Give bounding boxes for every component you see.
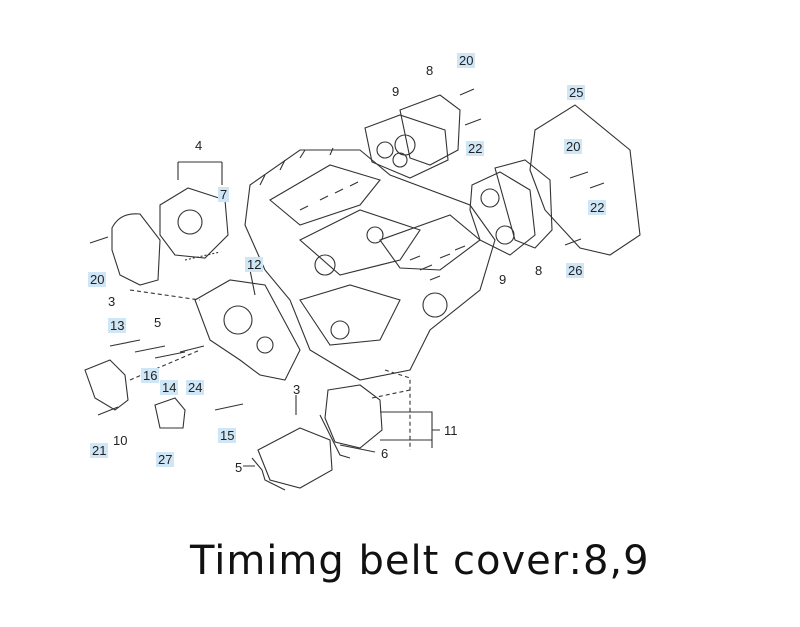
callout-10: 10 bbox=[113, 433, 128, 448]
upper-cover-left bbox=[111, 213, 161, 286]
cover-11 bbox=[324, 384, 383, 449]
timing-cover-8-lower bbox=[494, 159, 553, 249]
callout-9-upper: 9 bbox=[392, 84, 400, 99]
callout-8-upper: 8 bbox=[426, 63, 434, 78]
mount-27 bbox=[154, 397, 186, 429]
gasket-25 bbox=[529, 104, 641, 256]
callout-22-upper: 22 bbox=[466, 141, 485, 156]
leader-4 bbox=[177, 161, 223, 185]
lower-cover-10 bbox=[84, 359, 129, 411]
callout-3-lower: 3 bbox=[293, 382, 301, 397]
timing-cover-8-upper bbox=[399, 94, 461, 166]
cover-4 bbox=[159, 187, 229, 259]
engine-block bbox=[244, 147, 496, 381]
callout-20: 20 bbox=[88, 272, 107, 287]
callout-5-lower: 5 bbox=[235, 460, 243, 475]
callout-13: 13 bbox=[108, 318, 127, 333]
timing-cover-9-upper bbox=[364, 114, 449, 179]
callout-21: 21 bbox=[90, 443, 109, 458]
callout-20-right: 20 bbox=[564, 139, 583, 154]
timing-cover-9-lower bbox=[469, 171, 536, 256]
callout-26: 26 bbox=[566, 263, 585, 278]
callout-12: 12 bbox=[245, 257, 264, 272]
callout-6: 6 bbox=[381, 446, 389, 461]
callout-14: 14 bbox=[160, 380, 179, 395]
callout-7: 7 bbox=[218, 187, 230, 202]
callout-9-lower: 9 bbox=[499, 272, 507, 287]
bolts bbox=[89, 88, 605, 416]
diagram-caption: Timimg belt cover:8,9 bbox=[190, 538, 650, 584]
callout-20-upper: 20 bbox=[457, 53, 476, 68]
callout-24: 24 bbox=[186, 380, 205, 395]
leader-11 bbox=[380, 411, 440, 448]
lower-cover-3 bbox=[257, 427, 333, 489]
callout-22-right: 22 bbox=[588, 200, 607, 215]
bracket-12 bbox=[194, 279, 301, 381]
callout-8-lower: 8 bbox=[535, 263, 543, 278]
callout-11: 11 bbox=[444, 423, 458, 438]
callout-4: 4 bbox=[195, 138, 203, 153]
callout-25: 25 bbox=[567, 85, 586, 100]
callout-27: 27 bbox=[156, 452, 175, 467]
callout-16: 16 bbox=[141, 368, 160, 383]
callout-3: 3 bbox=[108, 294, 116, 309]
callout-15: 15 bbox=[218, 428, 237, 443]
callout-5: 5 bbox=[154, 315, 162, 330]
